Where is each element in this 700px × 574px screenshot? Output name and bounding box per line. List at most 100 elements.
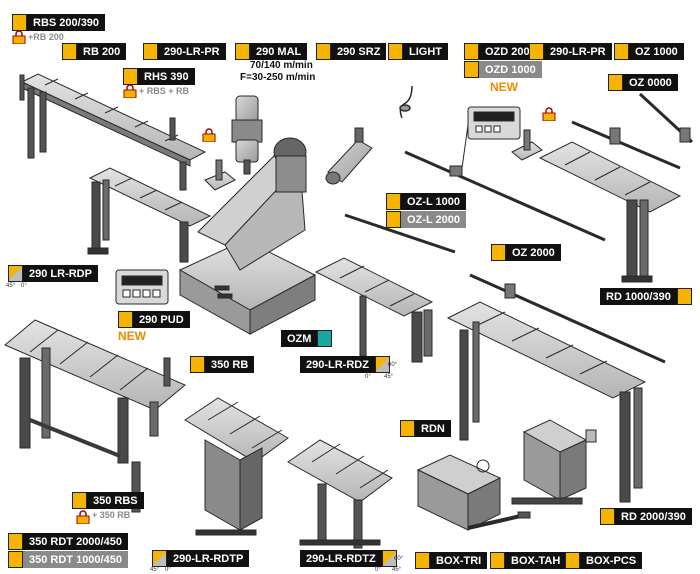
angle-marker <box>381 550 397 567</box>
angle-45: 45° <box>384 374 394 380</box>
label-rdt-2000-450: 350 RDT 2000/450 <box>8 533 128 550</box>
marker <box>464 43 479 60</box>
new-badge-ozd: NEW <box>490 80 518 94</box>
label-oz-0000: OZ 0000 <box>608 74 678 91</box>
lr-rdtp-table <box>184 397 289 536</box>
marker <box>614 43 629 60</box>
light-fixture <box>399 85 413 119</box>
angle-45: 45° <box>150 567 160 573</box>
label-rbs-200-390: RBS 200/390 <box>12 14 106 31</box>
label-lr-pr-left: 290-LR-PR <box>143 43 226 60</box>
marker <box>565 552 580 569</box>
label-box-tah: BOX-TAH <box>490 552 567 569</box>
oz-2000-bar <box>469 273 666 364</box>
marker <box>415 552 430 569</box>
rdt-350-table <box>4 319 186 464</box>
pud-290-panel <box>115 269 169 305</box>
marker <box>600 508 615 525</box>
label-rb-200: RB 200 <box>62 43 127 60</box>
label-lr-rdtz: 290-LR-RDTZ <box>300 550 397 567</box>
rd-1000-390-table <box>538 141 682 283</box>
label-ozm: OZM <box>281 330 333 347</box>
marker <box>386 193 401 210</box>
marker <box>235 43 250 60</box>
angle-0: 0° <box>165 567 171 573</box>
angle-45: 45° <box>392 567 402 573</box>
label-box-pcs: BOX-PCS <box>565 552 643 569</box>
rd-2000-390-table <box>446 301 647 503</box>
label-srz-290: 290 SRZ <box>316 43 387 60</box>
label-rd-1000-390: RD 1000/390 <box>600 288 692 305</box>
lr-pr-clamp-right <box>511 129 543 161</box>
box-tri <box>416 454 502 531</box>
angle-45: 45° <box>6 283 16 289</box>
label-oz-1000: OZ 1000 <box>614 43 684 60</box>
marker <box>143 43 158 60</box>
marker <box>72 492 87 509</box>
box-tah <box>467 511 531 530</box>
marker <box>388 43 403 60</box>
marker <box>8 533 23 550</box>
label-mal-290: 290 MAL <box>235 43 308 60</box>
label-box-tri: BOX-TRI <box>415 552 488 569</box>
angle-60: 60° <box>394 556 404 562</box>
marker <box>118 311 133 328</box>
label-lr-pr-right: 290-LR-PR <box>529 43 612 60</box>
label-rbs-350: 350 RBS <box>72 492 144 509</box>
rbs-350-column <box>131 461 141 513</box>
new-badge-pud: NEW <box>118 329 146 343</box>
marker <box>490 552 505 569</box>
marker <box>491 244 506 261</box>
label-pud-290: 290 PUD <box>118 311 190 328</box>
label-lr-rdp: 290 LR-RDP <box>8 265 98 282</box>
ozl-bar <box>344 213 456 254</box>
rb-200-conveyor <box>19 73 207 191</box>
marker <box>400 420 415 437</box>
angle-0: 0° <box>365 374 371 380</box>
marker <box>386 211 401 228</box>
label-light: LIGHT <box>388 43 448 60</box>
marker <box>464 61 479 78</box>
lr-pr-clamp-left <box>204 159 236 191</box>
marker <box>529 43 544 60</box>
lock-icon <box>12 30 26 44</box>
band-saw-machine <box>178 137 317 335</box>
lock-icon <box>76 510 90 524</box>
lock-icon <box>542 107 556 121</box>
marker <box>62 43 77 60</box>
label-rdt-1000-450: 350 RDT 1000/450 <box>8 551 128 568</box>
rhs-390-stand <box>169 117 176 141</box>
label-ozd-2000: OZD 2000 <box>464 43 542 60</box>
mal-speed-note: 70/140 m/min <box>250 60 313 71</box>
angle-marker <box>374 356 390 373</box>
marker <box>317 330 333 347</box>
angle-60: 60° <box>388 362 398 368</box>
marker <box>12 14 27 31</box>
lock-icon <box>123 84 137 98</box>
lr-rdz-table <box>314 257 434 363</box>
angle-marker <box>152 550 167 567</box>
label-rb-200-addon: +RB 200 <box>28 32 64 42</box>
box-pcs <box>511 419 597 505</box>
marker <box>8 551 23 568</box>
label-rb-350-addon: + 350 RB <box>92 510 131 520</box>
label-lr-rdz: 290-LR-RDZ <box>300 356 390 373</box>
label-lr-rdtp: 290-LR-RDTP <box>152 550 250 567</box>
label-rdn: RDN <box>400 420 451 437</box>
label-ozl-2000: OZ-L 2000 <box>386 211 466 228</box>
lr-rdp-table <box>87 167 212 263</box>
angle-marker <box>8 265 23 282</box>
label-rhs-390: RHS 390 <box>123 68 195 85</box>
lr-rdtz-table <box>287 439 393 549</box>
label-oz-2000: OZ 2000 <box>491 244 561 261</box>
ozd-measuring-bar <box>404 106 606 242</box>
mal-force-note: F=30-250 m/min <box>240 72 316 83</box>
marker <box>608 74 623 91</box>
angle-0: 0° <box>21 283 27 289</box>
rb-350-stand <box>163 357 171 387</box>
label-rb-350: 350 RB <box>190 356 255 373</box>
label-ozd-1000: OZD 1000 <box>464 61 542 78</box>
marker <box>123 68 138 85</box>
